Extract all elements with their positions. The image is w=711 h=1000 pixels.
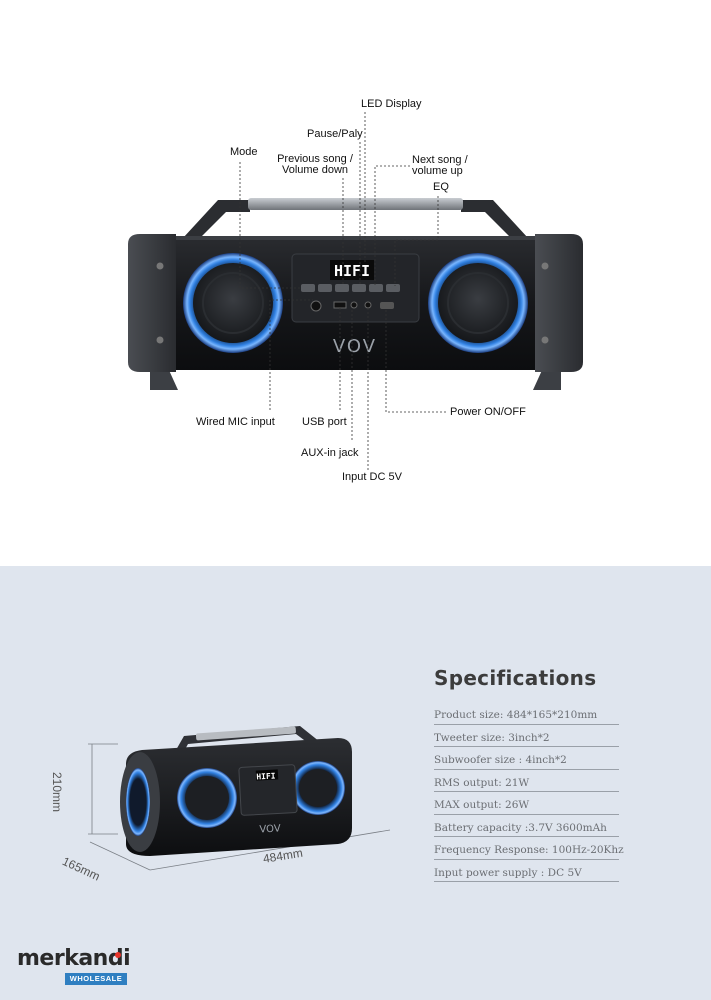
right-foot — [533, 368, 561, 390]
spec-item: Product size: 484*165*210mm — [434, 702, 619, 725]
callout-power: Power ON/OFF — [450, 406, 526, 418]
callout-previous-song-line2: Volume down — [281, 164, 349, 176]
dimension-height: 210mm — [50, 772, 64, 813]
brand-mark: VOV — [333, 336, 377, 357]
callout-next-song: Next song / volume up — [412, 155, 468, 177]
specifications-list: Product size: 484*165*210mm Tweeter size… — [434, 702, 624, 882]
callout-previous-song-line1: Previous song / — [277, 153, 353, 165]
callout-pause-play: Pause/Paly — [307, 128, 363, 140]
callout-eq: EQ — [433, 181, 449, 193]
left-end-cap — [128, 234, 176, 372]
callout-led-display: LED Display — [361, 98, 422, 110]
speaker-front-illustration: HIFI VOV — [128, 112, 583, 470]
spec-item: Input power supply : DC 5V — [434, 860, 619, 882]
led-display-text: HIFI — [334, 262, 370, 280]
control-panel: HIFI — [291, 253, 420, 323]
spec-item: Battery capacity :3.7V 3600mAh — [434, 815, 619, 837]
logo-dot-icon — [115, 952, 121, 958]
perspective-led-display-text: HIFI — [256, 771, 276, 781]
callout-input-dc: Input DC 5V — [342, 471, 402, 483]
speaker-perspective-illustration: HIFI VOV — [88, 726, 391, 871]
spec-item: Subwoofer size : 4inch*2 — [434, 747, 619, 770]
callout-next-song-line1: Next song / — [412, 154, 468, 166]
callout-usb-port: USB port — [302, 416, 347, 428]
callout-wired-mic: Wired MIC input — [196, 416, 275, 428]
specifications-panel: HIFI VOV 210mm 165mm 484mm Specification… — [0, 566, 711, 1000]
perspective-brand-mark: VOV — [259, 823, 281, 835]
callout-aux-in: AUX-in jack — [301, 447, 359, 459]
merkandi-logo: merkandi WHOLESALE — [13, 946, 131, 988]
callout-next-song-line2: volume up — [412, 165, 463, 177]
handle — [183, 198, 528, 238]
logo-tagline: WHOLESALE — [65, 973, 127, 985]
logo-wordmark: merkandi — [17, 946, 131, 971]
specifications-title: Specifications — [434, 666, 597, 690]
spec-item: Frequency Response: 100Hz-20Khz — [434, 837, 624, 860]
right-end-cap — [535, 234, 583, 372]
left-speaker — [183, 253, 283, 353]
callout-lines — [239, 112, 446, 470]
left-foot — [150, 368, 178, 390]
spec-item: RMS output: 21W — [434, 770, 619, 792]
callout-mode: Mode — [230, 146, 258, 158]
feature-diagram: HIFI VOV — [128, 98, 583, 483]
right-speaker — [428, 253, 528, 353]
spec-item: MAX output: 26W — [434, 792, 619, 815]
callout-previous-song: Previous song / Volume down — [272, 154, 358, 176]
spec-item: Tweeter size: 3inch*2 — [434, 725, 619, 747]
